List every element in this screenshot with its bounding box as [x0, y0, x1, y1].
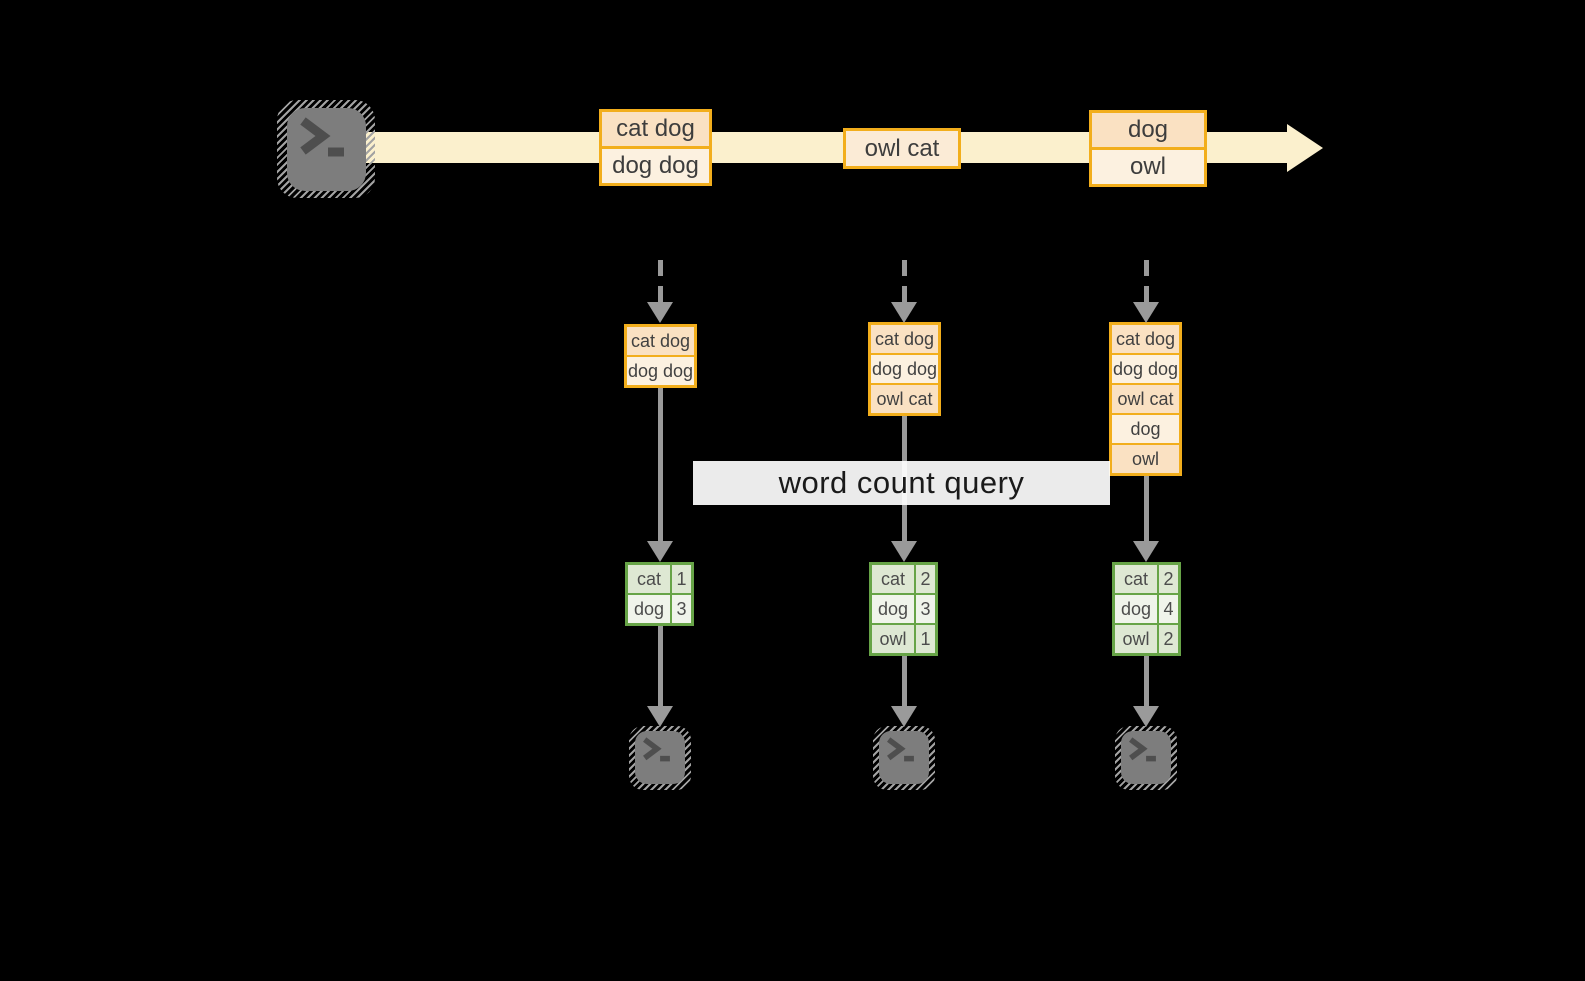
- sink-terminal-icon-2: [873, 726, 935, 790]
- count-word: owl: [1115, 625, 1159, 653]
- count-value: 2: [920, 568, 931, 589]
- count-table-batch-3: cat 2 dog 4 owl 2: [1112, 562, 1181, 656]
- event-record: cat dog: [602, 112, 709, 146]
- event-record: owl: [1092, 147, 1204, 184]
- count-table-batch-1: cat 1 dog 3: [625, 562, 694, 626]
- count-value: 1: [920, 628, 931, 649]
- event-record: dog: [1092, 113, 1204, 147]
- dashed-arrow-batch-2: [891, 260, 917, 323]
- record-stack-batch-1: cat dog dog dog: [624, 324, 697, 388]
- terminal-prompt-icon: [300, 117, 344, 157]
- record-cell: owl cat: [871, 383, 938, 413]
- stream-arrow-head-icon: [1287, 124, 1323, 172]
- count-value: 1: [676, 568, 687, 589]
- record-cell: cat dog: [627, 327, 694, 355]
- event-record: owl cat: [846, 131, 958, 166]
- event-record: dog dog: [602, 146, 709, 183]
- record-cell: owl cat: [1112, 383, 1179, 413]
- count-value: 2: [1163, 568, 1174, 589]
- record-cell: dog dog: [1112, 353, 1179, 383]
- dashed-arrow-batch-1: [647, 260, 673, 323]
- output-arrow-batch-1: [647, 626, 673, 727]
- record-cell: dog dog: [627, 355, 694, 385]
- count-word: dog: [628, 595, 672, 623]
- terminal-body: [287, 108, 366, 191]
- count-word: dog: [872, 595, 916, 623]
- stream-event-box-2: owl cat: [843, 128, 961, 169]
- record-cell: cat dog: [871, 325, 938, 353]
- query-arrow-batch-3: [1133, 476, 1159, 562]
- stream-event-box-1: cat dog dog dog: [599, 109, 712, 186]
- query-label: word count query: [693, 461, 1110, 505]
- record-cell: dog dog: [871, 353, 938, 383]
- record-cell: owl: [1112, 443, 1179, 473]
- record-stack-batch-3: cat dog dog dog owl cat dog owl: [1109, 322, 1182, 476]
- count-value: 2: [1163, 628, 1174, 649]
- record-cell: cat dog: [1112, 325, 1179, 353]
- output-arrow-batch-2: [891, 656, 917, 727]
- count-word: dog: [1115, 595, 1159, 623]
- sink-terminal-icon-3: [1115, 726, 1177, 790]
- count-word: cat: [1115, 565, 1159, 593]
- count-word: cat: [872, 565, 916, 593]
- source-terminal-icon: [277, 100, 375, 198]
- dashed-arrow-batch-3: [1133, 260, 1159, 323]
- count-value: 3: [920, 598, 931, 619]
- record-cell: dog: [1112, 413, 1179, 443]
- output-arrow-batch-3: [1133, 656, 1159, 727]
- query-arrow-batch-1: [647, 388, 673, 562]
- count-value: 3: [676, 598, 687, 619]
- count-word: owl: [872, 625, 916, 653]
- terminal-prompt-icon: [887, 737, 914, 762]
- terminal-prompt-icon: [643, 737, 670, 762]
- terminal-prompt-icon: [1129, 737, 1156, 762]
- record-stack-batch-2: cat dog dog dog owl cat: [868, 322, 941, 416]
- sink-terminal-icon-1: [629, 726, 691, 790]
- count-word: cat: [628, 565, 672, 593]
- count-table-batch-2: cat 2 dog 3 owl 1: [869, 562, 938, 656]
- count-value: 4: [1163, 598, 1174, 619]
- stream-event-box-3: dog owl: [1089, 110, 1207, 187]
